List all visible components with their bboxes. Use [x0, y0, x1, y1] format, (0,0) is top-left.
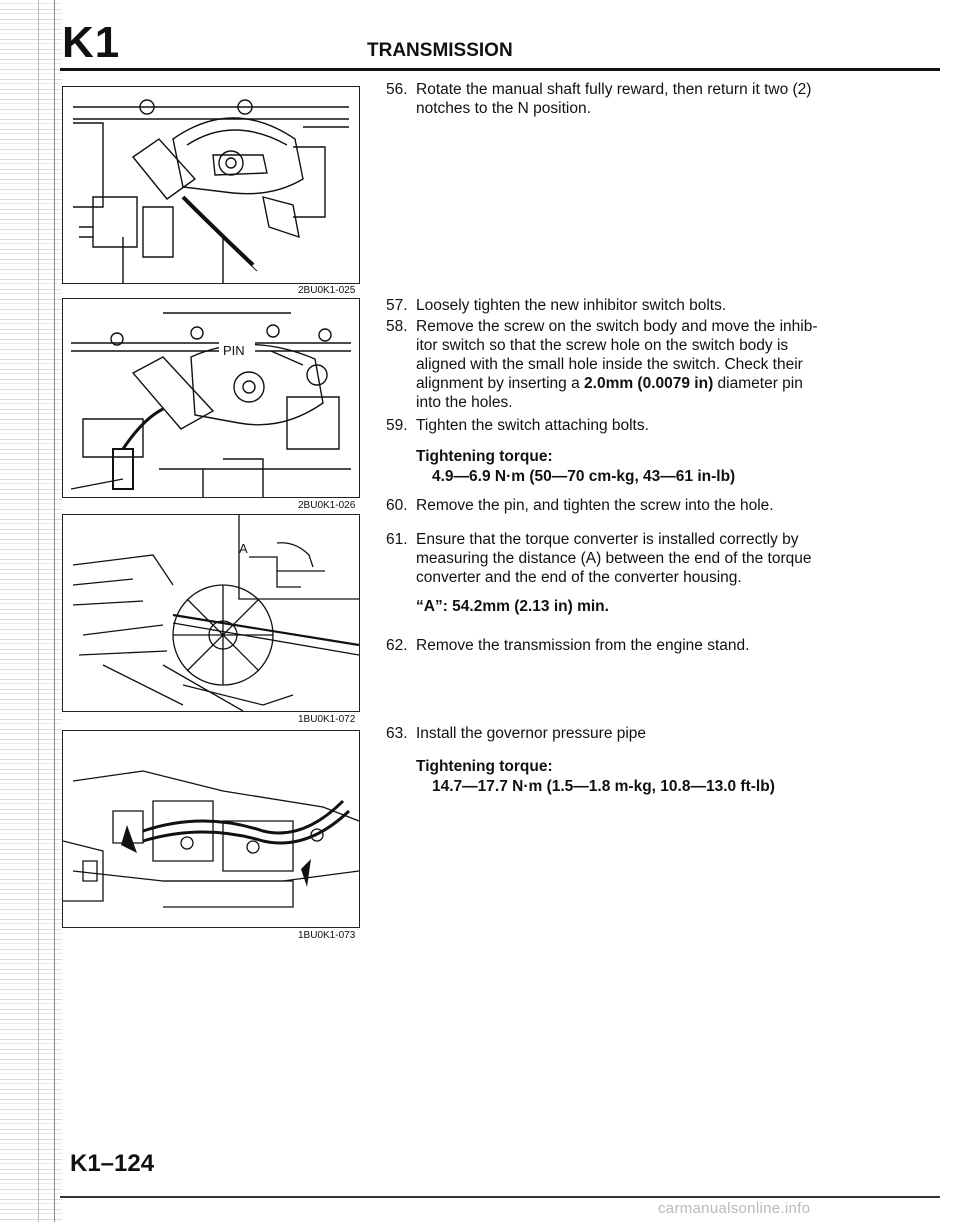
step-line: Rotate the manual shaft fully reward, th… — [416, 81, 812, 98]
figure-code: 1BU0K1-072 — [298, 714, 356, 725]
step-number: 61. — [386, 531, 408, 548]
pin-diameter-spec: 2.0mm (0.0079 in) — [584, 375, 714, 392]
step-line: notches to the N position. — [416, 100, 591, 117]
torque-spec-label: Tightening torque: — [416, 448, 553, 465]
figure-inhibitor-switch-drawing — [73, 99, 349, 283]
step-number: 63. — [386, 725, 408, 742]
figure-inhibitor-switch — [62, 86, 360, 284]
figure-pin-alignment-drawing: PIN — [70, 312, 351, 497]
torque-spec-value: 14.7—17.7 N·m (1.5—1.8 m-kg, 10.8—13.0 f… — [432, 778, 775, 795]
footer-rule — [60, 1196, 940, 1198]
torque-spec-value: 4.9—6.9 N·m (50—70 cm-kg, 43—61 in-lb) — [432, 468, 736, 485]
step-number: 56. — [386, 81, 408, 98]
step-text: Install the governor pressure pipe — [416, 725, 647, 742]
binding-line — [54, 0, 55, 1222]
step-text: Remove the transmission from the engine … — [416, 637, 750, 654]
section-code: K1 — [62, 18, 121, 67]
step-number: 58. — [386, 318, 408, 335]
binding-edge — [0, 0, 62, 1222]
binding-line — [38, 0, 39, 1222]
step-text: Remove the screw on the switch body and … — [416, 317, 818, 412]
step-line: Remove the screw on the switch body and … — [416, 318, 818, 335]
step-number: 62. — [386, 637, 408, 654]
figure-torque-converter-drawing: A — [72, 515, 359, 711]
distance-spec-value: “A”: 54.2mm (2.13 in) min. — [416, 598, 609, 615]
figure-governor-pipe-drawing — [63, 770, 359, 908]
figure-torque-converter: A — [62, 514, 360, 712]
step-line: itor switch so that the screw hole on th… — [416, 337, 789, 354]
figure-code: 1BU0K1-073 — [298, 930, 356, 941]
step-line: into the holes. — [416, 394, 513, 411]
torque-spec-label: Tightening torque: — [416, 758, 553, 775]
watermark: carmanualsonline.info — [658, 1200, 811, 1217]
step-line: aligned with the small hole inside the s… — [416, 356, 803, 373]
step-number: 59. — [386, 417, 408, 434]
step-number: 60. — [386, 497, 408, 514]
figure-code: 2BU0K1-026 — [298, 500, 356, 511]
page-title: TRANSMISSION — [367, 40, 513, 61]
pin-callout: PIN — [223, 343, 245, 358]
step-line: diameter pin — [713, 375, 803, 392]
step-text: Rotate the manual shaft fully reward, th… — [416, 80, 811, 118]
page-number: K1–124 — [70, 1150, 155, 1177]
figure-pin-alignment: PIN — [62, 298, 360, 498]
step-line: measuring the distance (A) between the e… — [416, 550, 812, 567]
step-number: 57. — [386, 297, 408, 314]
figure-governor-pipe — [62, 730, 360, 928]
figure-code: 2BU0K1-025 — [298, 285, 356, 296]
distance-callout: A — [239, 541, 248, 556]
step-line: Ensure that the torque converter is inst… — [416, 531, 799, 548]
step-text: Ensure that the torque converter is inst… — [416, 530, 812, 587]
step-text: Remove the pin, and tighten the screw in… — [416, 497, 774, 514]
header-rule — [60, 68, 940, 71]
step-text: Tighten the switch attaching bolts. — [416, 417, 649, 434]
step-line: alignment by inserting a — [416, 375, 585, 392]
step-text: Loosely tighten the new inhibitor switch… — [416, 297, 727, 314]
step-line: converter and the end of the converter h… — [416, 569, 742, 586]
